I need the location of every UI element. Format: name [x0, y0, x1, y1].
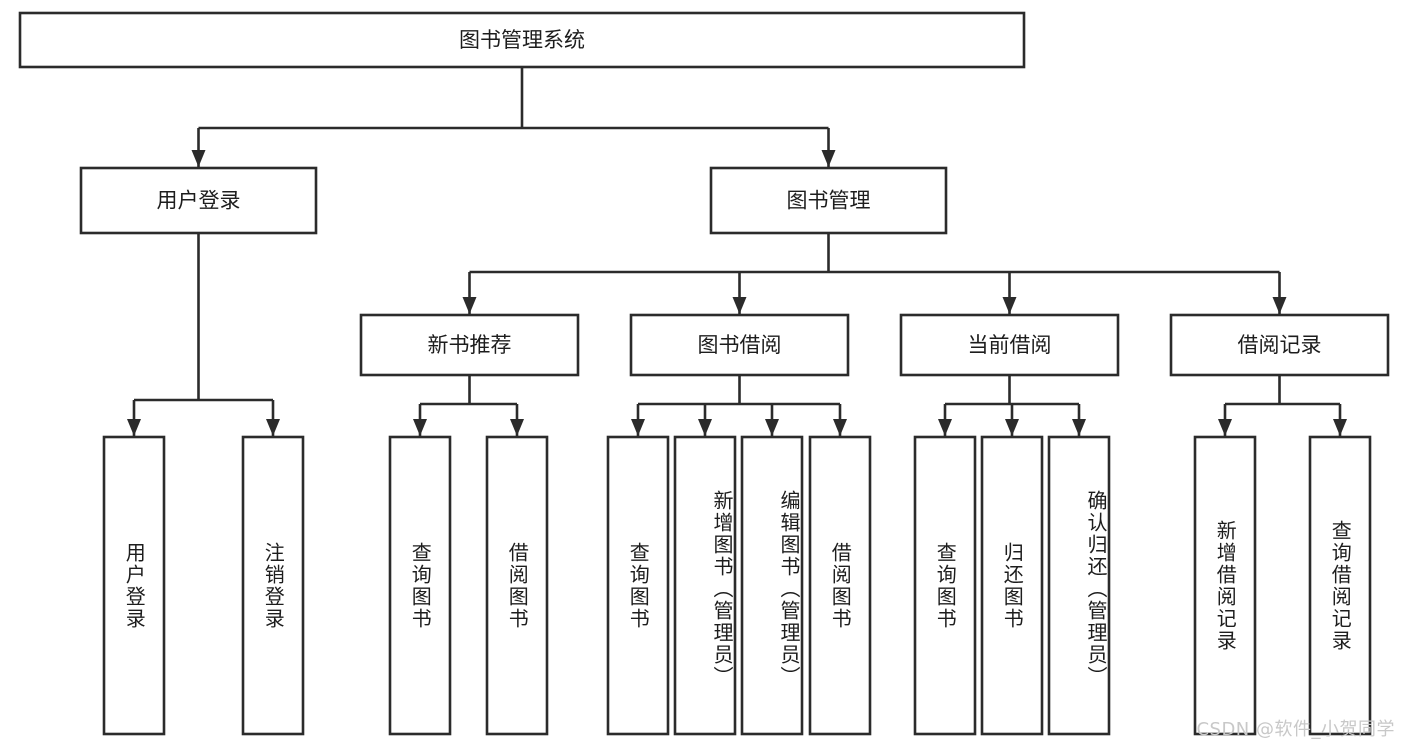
arrow-head-icon — [1333, 419, 1347, 436]
node-new-book-rec-label: 新书推荐 — [428, 333, 512, 357]
arrow-head-icon — [462, 297, 477, 314]
node-leaf-confirm-return[interactable] — [1047, 435, 1111, 736]
node-user-login[interactable] — [79, 166, 318, 235]
node-user-login-label: 用户登录 — [157, 189, 241, 213]
node-leaf-logout[interactable] — [241, 435, 305, 736]
node-new-book-rec[interactable] — [359, 313, 580, 377]
node-book-borrow-label: 图书借阅 — [698, 333, 782, 357]
arrow-head-icon — [1002, 297, 1017, 314]
arrow-head-icon — [1005, 419, 1019, 436]
node-leaf-borrow-book[interactable] — [808, 435, 872, 736]
node-leaf-query-record[interactable] — [1308, 435, 1372, 736]
node-leaf-return-book[interactable] — [980, 435, 1044, 736]
arrow-head-icon — [127, 419, 141, 436]
arrow-head-icon — [413, 419, 427, 436]
node-leaf-query-book-current[interactable] — [913, 435, 977, 736]
watermark-text: CSDN @软件_小贺同学 — [1196, 719, 1395, 740]
arrow-head-icon — [266, 419, 280, 436]
node-borrow-record[interactable] — [1169, 313, 1390, 377]
node-leaf-edit-book[interactable] — [740, 435, 804, 736]
node-leaf-query-book-rec[interactable] — [388, 435, 452, 736]
node-root[interactable] — [18, 11, 1026, 69]
arrow-head-icon — [732, 297, 747, 314]
node-leaf-borrow-book-rec[interactable] — [485, 435, 549, 736]
arrow-head-icon — [631, 419, 645, 436]
arrow-head-icon — [1272, 297, 1287, 314]
node-current-borrow[interactable] — [899, 313, 1120, 377]
arrow-head-icon — [833, 419, 847, 436]
node-root-label: 图书管理系统 — [459, 28, 585, 52]
node-book-manage-label: 图书管理 — [787, 189, 871, 213]
node-leaf-query-book-borrow[interactable] — [606, 435, 670, 736]
connector-layer — [127, 67, 1347, 436]
arrow-head-icon — [765, 419, 779, 436]
node-current-borrow-label: 当前借阅 — [968, 333, 1052, 357]
node-leaf-user-login[interactable] — [102, 435, 166, 736]
arrow-head-icon — [1218, 419, 1232, 436]
arrow-head-icon — [191, 150, 206, 167]
node-borrow-record-label: 借阅记录 — [1238, 333, 1322, 357]
arrow-head-icon — [821, 150, 836, 167]
arrow-head-icon — [510, 419, 524, 436]
node-leaf-add-book[interactable] — [673, 435, 737, 736]
arrow-head-icon — [1072, 419, 1086, 436]
arrow-head-icon — [938, 419, 952, 436]
arrow-head-icon — [698, 419, 712, 436]
node-leaf-add-record[interactable] — [1193, 435, 1257, 736]
node-book-manage[interactable] — [709, 166, 948, 235]
node-book-borrow[interactable] — [629, 313, 850, 377]
